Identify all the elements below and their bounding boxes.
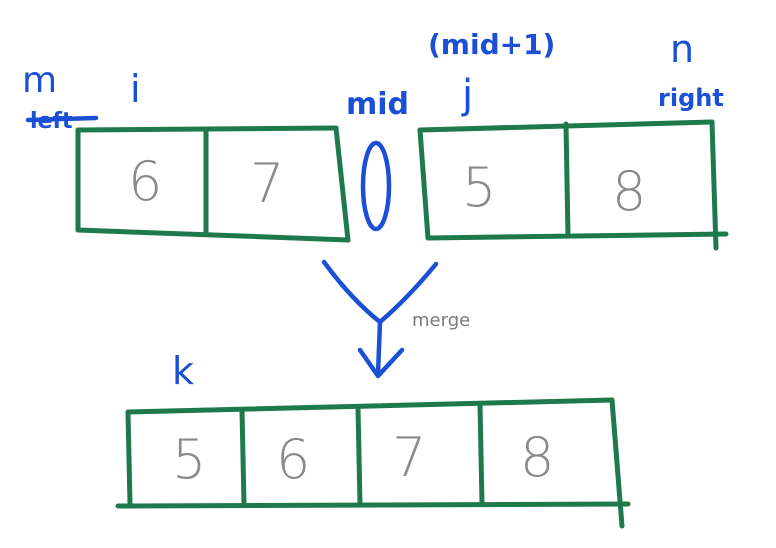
left-strikethrough <box>25 115 99 123</box>
right-array-left-edge <box>417 127 431 241</box>
left-cell-0: 6 <box>128 150 162 213</box>
merge-arrowhead <box>357 347 405 379</box>
merged-divider-2 <box>355 405 363 507</box>
merge-arrow: merge <box>321 259 470 379</box>
merged-cell-2: 7 <box>392 426 426 489</box>
right-array-divider <box>563 121 571 239</box>
left-cell-1: 7 <box>250 152 284 215</box>
right-cell-0: 5 <box>462 156 496 219</box>
merged-cell-3: 8 <box>520 426 554 489</box>
label-k: k <box>172 349 194 393</box>
label-mid: mid <box>346 87 409 122</box>
merged-array-bottom-edge <box>115 501 631 509</box>
label-i: i <box>130 67 141 111</box>
merged-divider-1 <box>239 407 247 507</box>
label-m: m <box>22 60 57 101</box>
merged-divider-3 <box>477 401 485 507</box>
merged-array-right-edge <box>609 397 625 529</box>
label-right: right <box>658 84 724 112</box>
merged-cell-0: 5 <box>172 428 206 491</box>
merged-array-top-edge <box>125 397 615 415</box>
merged-cell-1: 6 <box>276 428 310 491</box>
right-array-right-edge <box>709 119 719 251</box>
merged-array-left-edge <box>125 409 133 507</box>
label-j: j <box>461 72 473 118</box>
right-half-array: 5 8 <box>417 119 729 251</box>
left-half-array: 6 7 <box>75 125 351 243</box>
mid-value: 0 <box>376 187 377 189</box>
right-cell-1: 8 <box>612 160 646 223</box>
label-mid-plus-one: (mid+1) <box>428 28 555 61</box>
merge-label: merge <box>412 310 470 331</box>
merge-arrow-shaft <box>375 319 383 377</box>
merged-array: 5 6 7 8 <box>115 397 631 529</box>
left-array-right-edge <box>333 125 351 243</box>
label-n: n <box>670 27 694 71</box>
mid-oval <box>360 140 392 232</box>
right-array-bottom-edge <box>425 231 729 241</box>
left-array-bottom-edge <box>75 227 351 243</box>
